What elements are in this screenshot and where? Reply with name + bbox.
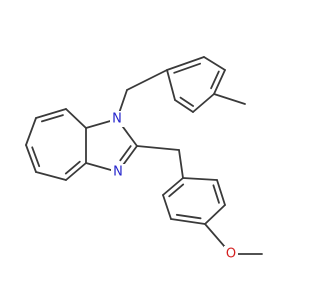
bond-t2-t3 [203,56,226,71]
bond-a1-a2-double [168,183,185,198]
bond-a2-a3 [162,194,172,220]
atom-n3-label: N [113,165,123,180]
bond-layer [25,56,263,255]
bond-a3-a4-double [175,213,202,220]
bond-c7-c7b [35,108,67,119]
atom-label-layer: N N O [110,111,238,262]
bond-t4-me [213,93,246,105]
bond-ch2a-t1 [126,69,168,91]
atom-n1-background [110,111,124,127]
bond-ch2b-a1 [178,149,184,179]
bond-t6-t1 [166,69,176,101]
bond-c4-c5 [35,171,67,181]
bond-t1-t2 [166,56,205,71]
bond-t3-t4 [213,69,226,95]
atom-o-background [224,246,238,262]
bond-c5-c6-double [31,146,41,168]
bond-c2-n3-double [119,145,132,162]
molecule-canvas: N N O [25,56,263,262]
bond-a4-oat [204,223,228,250]
bond-a4-a5 [204,204,226,225]
bond-n3-c3a [85,162,113,172]
structure-diagram: N N O [25,56,263,262]
bond-a5-a6-double [212,184,220,204]
bond-c3a-c4 [65,162,87,181]
bond-c7a-n1 [85,120,112,129]
bond-n1-c2 [120,123,138,147]
bond-t1-t2-double [173,62,202,74]
bond-c5-c6 [25,144,37,173]
bond-a5-a6 [216,179,226,206]
bond-a6-a1 [182,177,218,181]
bond-t5-t6 [174,99,194,113]
bond-c7b-c7a [65,108,87,129]
bond-a3-a4 [170,218,206,225]
bond-a1-a2 [162,177,184,196]
bond-c2-n3 [121,145,138,168]
atom-n3-background [111,164,125,180]
bond-c3a-c4-double [64,160,81,175]
bond-c6-c7 [25,117,37,146]
bond-t5-t6-double [179,96,195,107]
bond-c7-c7b-double [41,114,64,123]
atom-n1-label: N [112,112,122,127]
bond-t3-t4-double [210,70,220,90]
bond-n1-ch2a [118,89,128,114]
bond-c2-ch2b [136,145,180,151]
bond-t4-t5 [192,93,215,113]
atom-o-label: O [226,247,236,262]
